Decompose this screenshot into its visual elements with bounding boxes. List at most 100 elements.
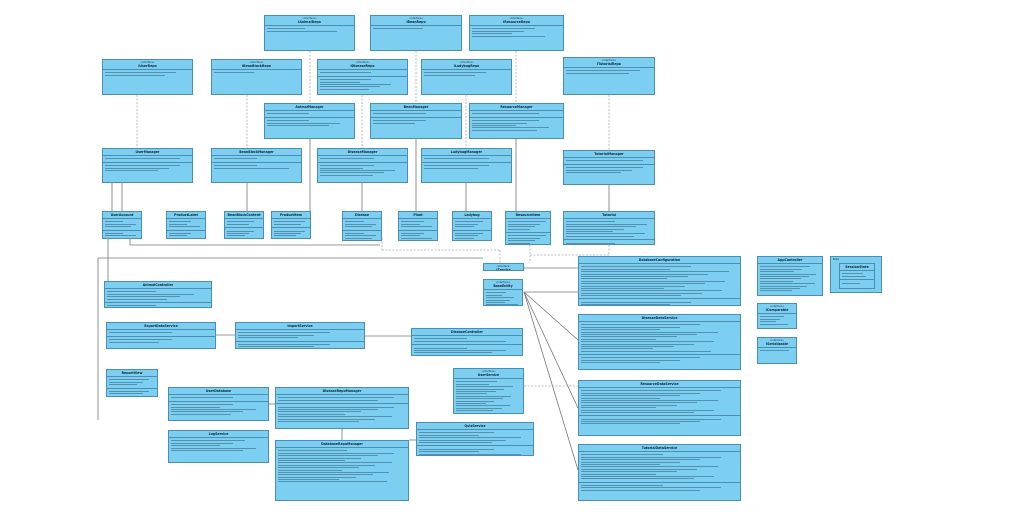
stereotype: «interface» [769,339,785,342]
member-line [320,158,375,160]
operations-section [167,231,205,238]
class-box[interactable]: «interface»ISerializable [757,337,797,364]
operations-section [169,402,268,417]
member-line [581,301,691,303]
class-box[interactable]: Plant [398,211,438,241]
member-line [169,226,200,228]
attributes-section [371,111,461,118]
class-box[interactable]: «interface»IDiseaseRepo [317,59,408,95]
member-line [456,390,496,392]
class-box[interactable]: Disease [342,211,382,241]
class-box[interactable]: ReportView [106,369,158,397]
class-name: LogService [208,432,229,436]
class-box[interactable]: AppController [757,256,823,296]
class-box[interactable]: ResourceManager [469,103,564,139]
class-box[interactable]: TutorialDataService [578,444,741,501]
class-box[interactable]: ExportDataService [106,322,216,349]
class-name: UserManager [135,150,160,154]
attributes-section [167,219,205,231]
member-line [760,273,817,275]
class-box[interactable]: LogService [168,430,269,463]
member-line [278,457,362,459]
class-box[interactable]: «interface»IBeanRepo [370,15,462,51]
member-line [278,476,357,478]
member-line [508,228,530,230]
class-box[interactable]: UserDatabase [168,387,269,421]
member-line [274,221,306,223]
class-name: AnimalManager [295,105,324,109]
class-box[interactable]: BeanBlockManager [211,148,302,183]
member-line [214,165,258,167]
member-line [227,232,250,234]
class-box[interactable]: ProductLabel [166,211,206,239]
class-box[interactable]: DiseaseRepoManager [275,387,409,429]
class-box[interactable]: DiseaseManager [317,148,408,183]
operations-section [422,70,511,78]
member-line [486,292,507,294]
class-box[interactable]: Tutorial [563,211,655,245]
class-header: «interface»IComparable [758,304,796,314]
class-box[interactable]: BeanManager [370,103,462,139]
member-line [456,393,488,395]
member-line [566,230,614,232]
class-box[interactable]: QuizService [416,422,534,456]
class-header: «interface»IAnimalRepo [265,16,354,26]
member-line [566,221,616,223]
stereotype: «interface» [408,17,424,20]
attributes-section [758,314,796,327]
member-line [581,402,698,404]
class-name: Ladybug [464,213,480,217]
class-header: «interface»IBeanBlockRepo [212,60,301,70]
member-line [486,297,515,299]
class-header: «interface»IBeanRepo [371,16,461,26]
member-line [760,290,792,292]
class-box[interactable]: UserAccount [102,211,142,239]
class-box[interactable]: «interface»IBeanBlockRepo [211,59,302,95]
attributes-section [412,336,522,346]
member-line [227,235,246,237]
class-box[interactable]: ProductItem [271,211,311,239]
class-header: ResourceManager [470,104,563,111]
class-box[interactable]: ImportService [235,322,365,349]
class-box[interactable]: «interface»ILadybugRepo [421,59,512,95]
class-box[interactable]: «interface»IUserRepo [102,59,193,95]
attributes-section [506,219,550,233]
operations-section [371,118,461,126]
member-line [419,453,521,455]
class-header: DiseaseController [412,329,522,336]
class-box[interactable]: «interface»BaseEntity [483,279,523,306]
member-line [581,290,723,292]
member-line [581,395,680,397]
class-box[interactable]: DiseaseDataService [578,314,741,370]
class-box[interactable]: Ladybug [452,211,492,241]
class-box[interactable]: DatabaseConfiguration [578,256,741,306]
class-box[interactable]: LadybugManager [421,148,512,183]
operations-section [579,483,740,494]
class-header: BeanBlockManager [212,149,301,156]
class-box[interactable]: «interface»ITutorialRepo [563,57,655,95]
class-box[interactable]: DatabaseRepoManager [275,440,409,501]
note-inner-class[interactable]: SessionState [839,263,875,289]
operations-section [265,26,354,34]
class-box[interactable]: AnimalController [104,281,212,308]
class-box[interactable]: ResourceItem [505,211,551,245]
member-line [456,395,512,397]
class-box[interactable]: «interface»IAnimalRepo [264,15,355,51]
attributes-section [105,289,211,303]
class-box[interactable]: «interface»IResourceRepo [469,15,564,51]
class-box[interactable]: «interface»UserService [453,368,524,414]
class-box[interactable]: TutorialManager [563,150,655,185]
class-box[interactable]: ResourceDataService [578,380,741,436]
attributes-section [453,219,491,231]
member-line [105,72,177,74]
member-line [472,30,524,32]
class-box[interactable]: UserManager [102,148,193,183]
class-header: UserAccount [103,212,141,219]
class-box[interactable]: BeanBlockContent [224,211,264,239]
member-line [238,337,298,339]
class-box[interactable]: DiseaseController [411,328,523,356]
member-line [419,432,495,434]
class-box[interactable]: «interface»IService [483,263,524,271]
class-box[interactable]: «interface»IComparable [757,303,797,329]
class-box[interactable]: AnimalManager [264,103,355,139]
